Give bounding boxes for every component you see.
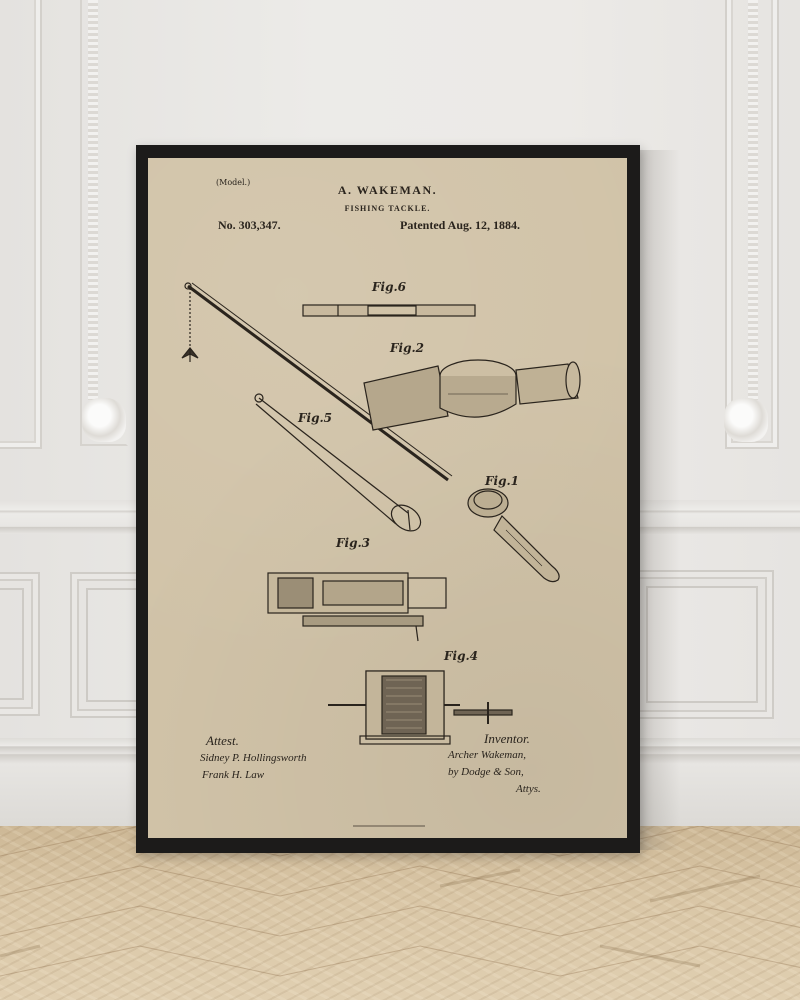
patent-date: Patented Aug. 12, 1884. (400, 218, 520, 232)
herringbone-floor (0, 826, 800, 1000)
witness-signature: Frank H. Law (202, 769, 265, 781)
inventor-heading: Inventor. (484, 731, 530, 746)
inventor-name: A. WAKEMAN. (337, 183, 438, 197)
witness-signature: Sidney P. Hollingsworth (200, 752, 307, 764)
attest-heading: Attest. (206, 733, 239, 748)
patent-subject: FISHING TACKLE. (344, 204, 431, 213)
frame-shadow (640, 150, 680, 850)
figure-label: Fig.4 (444, 649, 478, 663)
figure-label: Fig.2 (390, 341, 424, 355)
printer-credit-line (353, 825, 425, 827)
poster-frame: (Model.) A. WAKEMAN. FISHING TACKLE. No.… (136, 145, 640, 853)
inventor-signature: Archer Wakeman, (448, 749, 526, 761)
wall-panel-right (725, 0, 779, 449)
patent-drawings (181, 282, 581, 745)
lower-panel-left-a (0, 572, 40, 716)
wall-molding-left (88, 0, 98, 400)
wall-rosette-right (724, 398, 768, 442)
patent-print: (Model.) A. WAKEMAN. FISHING TACKLE. No.… (148, 158, 627, 838)
wall-rosette-left (82, 398, 126, 442)
figure-label: Fig.1 (485, 474, 519, 488)
wall-panel-left-inner (80, 0, 128, 446)
figure-label: Fig.3 (336, 536, 370, 550)
wall-panel-left (0, 0, 42, 449)
floor-pattern (0, 826, 800, 977)
figure-label: Fig.6 (372, 280, 406, 294)
patent-number: No. 303,347. (218, 218, 281, 232)
wall-molding-right (748, 0, 758, 400)
model-label: (Model.) (216, 178, 251, 187)
attorney-suffix: Attys. (516, 783, 541, 795)
figure-label: Fig.5 (298, 411, 332, 425)
attorney-line: by Dodge & Son, (448, 766, 524, 778)
